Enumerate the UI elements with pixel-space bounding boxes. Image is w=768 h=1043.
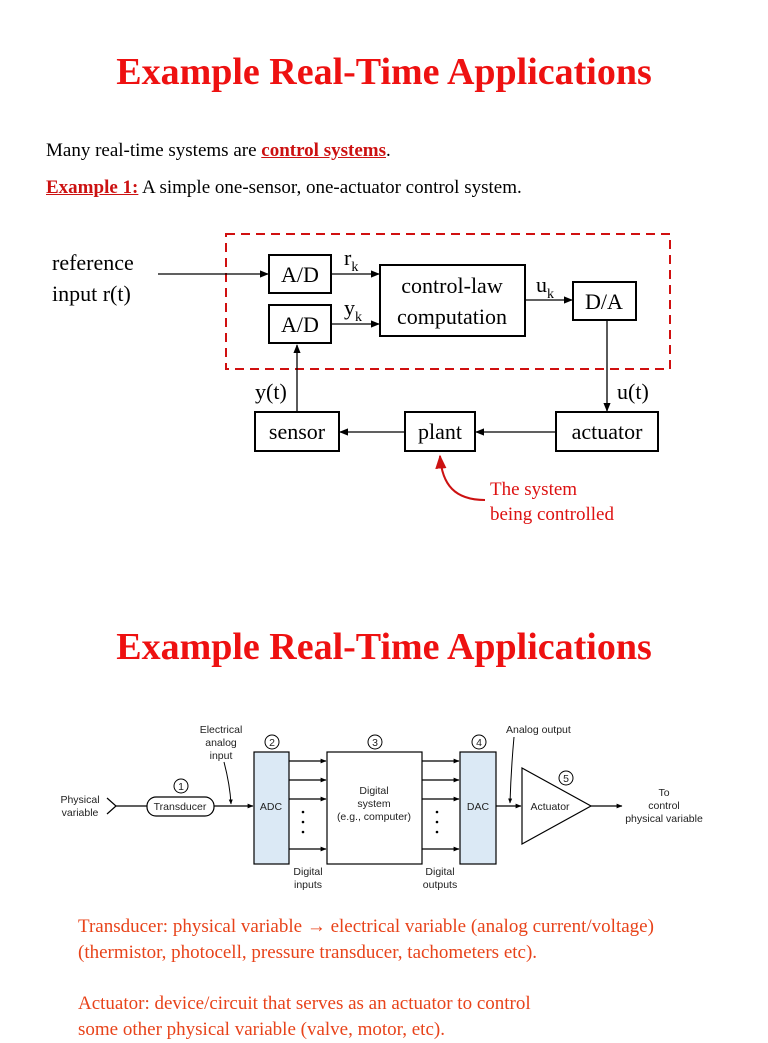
- da-converter: [572, 281, 637, 321]
- example-paragraph: Example 1: A simple one-sensor, one-actu…: [46, 177, 522, 199]
- annotation-label-1: The system: [490, 479, 577, 500]
- svg-text:1: 1: [178, 781, 184, 793]
- transducer-note: Transducer: physical variable → electric…: [78, 914, 758, 966]
- adc-label: ADC: [260, 801, 283, 813]
- transducer-label: Transducer: [154, 801, 207, 813]
- actuator-label-small: Actuator: [530, 801, 570, 813]
- sensor-label: sensor: [269, 419, 326, 444]
- step-4-marker: [471, 734, 487, 750]
- digital-system-label-2: system: [357, 798, 391, 810]
- intro-prefix: Many real-time systems are: [46, 140, 262, 161]
- actuator-label: actuator: [572, 419, 644, 444]
- digital-inputs-label-1: Digital: [293, 866, 322, 878]
- to-control-label-3: physical variable: [625, 813, 703, 825]
- control-law-box: [379, 264, 526, 337]
- control-law-label-1: control-law: [401, 273, 503, 298]
- slide1-title: Example Real-Time Applications: [116, 51, 652, 93]
- physical-variable-label-2: variable: [62, 807, 99, 819]
- step-2-marker: [264, 734, 280, 750]
- example-1-text: A simple one-sensor, one-actuator contro…: [138, 177, 522, 198]
- svg-text:2: 2: [269, 737, 275, 749]
- intro-suffix: .: [385, 140, 391, 161]
- annotation-label-2: being controlled: [490, 504, 614, 525]
- ad-label-bottom: A/D: [281, 312, 319, 337]
- control-law-label-2: computation: [397, 304, 507, 329]
- electrical-input-label-1: Electrical: [200, 724, 243, 736]
- computer-boundary: [225, 233, 671, 370]
- actuator-note: Actuator: device/circuit that serves as …: [78, 991, 758, 1043]
- reference-label-2: input r(t): [52, 281, 131, 306]
- svg-text:4: 4: [476, 737, 482, 749]
- da-label: D/A: [585, 289, 623, 314]
- actuator-box: [555, 411, 659, 452]
- physical-variable-label-1: Physical: [60, 794, 99, 806]
- ad-label-top: A/D: [281, 262, 319, 287]
- control-system-diagram: reference input r(t) A/D A/D rk yk contr…: [52, 233, 671, 525]
- reference-label-1: reference: [52, 250, 134, 275]
- electrical-input-label-2: analog: [205, 737, 237, 749]
- ad-converter-bottom: [268, 304, 332, 344]
- actuator-note-line-1: Actuator: device/circuit that serves as …: [78, 993, 531, 1014]
- slide2-title: Example Real-Time Applications: [116, 626, 652, 668]
- digital-system-label-1: Digital: [359, 785, 388, 797]
- acquisition-diagram: Physical variable 1 Transducer Electrica…: [60, 724, 703, 891]
- analog-output-label: Analog output: [506, 724, 571, 736]
- digital-system-label-3: (e.g., computer): [337, 811, 411, 823]
- svg-text:5: 5: [563, 773, 569, 785]
- to-control-label-2: control: [648, 800, 680, 812]
- plant-label: plant: [418, 419, 462, 444]
- adc-box: [253, 751, 290, 865]
- digital-system-box: [326, 751, 423, 865]
- annotation-arrow: [435, 454, 486, 501]
- plant-box: [404, 411, 476, 452]
- yt-label: y(t): [255, 379, 287, 404]
- step-3-marker: [367, 734, 383, 750]
- svg-text:3: 3: [372, 737, 378, 749]
- step-1-marker: [173, 778, 189, 794]
- intro-paragraph: Many real-time systems are control syste…: [46, 140, 391, 162]
- transducer-note-line-1: Transducer: physical variable → electric…: [78, 916, 654, 937]
- yk-label: yk: [344, 295, 362, 325]
- digital-outputs-label-2: outputs: [423, 879, 457, 891]
- uk-label: uk: [536, 272, 554, 302]
- rk-label: rk: [344, 245, 358, 275]
- to-control-label-1: To: [658, 787, 669, 799]
- digital-inputs-label-2: inputs: [294, 879, 322, 891]
- dac-label: DAC: [467, 801, 490, 813]
- electrical-input-label-3: input: [210, 750, 233, 762]
- transducer-note-line-2: (thermistor, photocell, pressure transdu…: [78, 942, 538, 963]
- sensor-box: [254, 411, 340, 452]
- step-5-marker: [558, 770, 574, 786]
- control-systems-link[interactable]: control systems: [261, 140, 386, 161]
- example-1-label[interactable]: Example 1:: [46, 177, 139, 198]
- digital-outputs-label-1: Digital: [425, 866, 454, 878]
- dac-box: [459, 751, 497, 865]
- actuator-amplifier: [521, 766, 593, 846]
- ad-converter-top: [268, 254, 332, 294]
- ut-label: u(t): [617, 379, 649, 404]
- actuator-note-line-2: some other physical variable (valve, mot…: [78, 1019, 445, 1040]
